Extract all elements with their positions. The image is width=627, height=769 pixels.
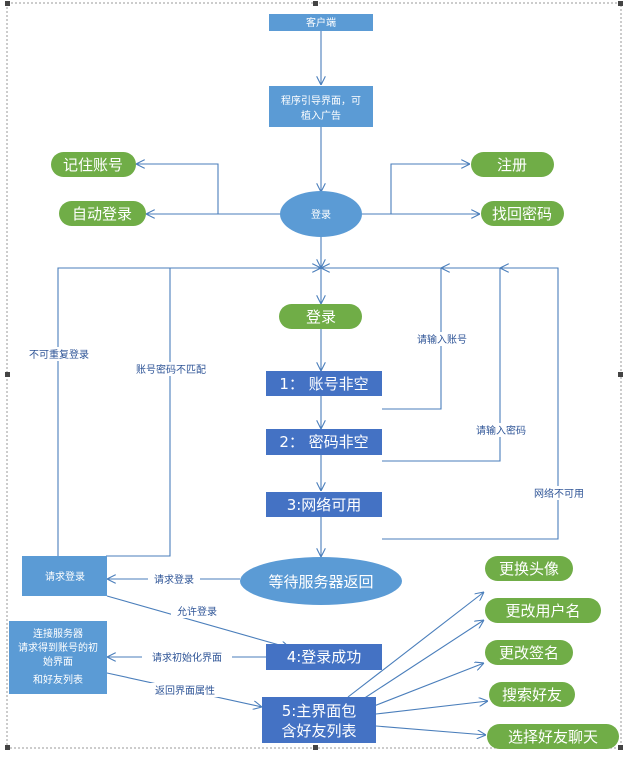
change-avatar-pill <box>485 556 573 581</box>
main-ui-line2: 含好友列表 <box>281 722 356 740</box>
nodes: 客户端 程序引导界面，可 植入广告 登录 记住账号 自动登录 注册 找回密码 登… <box>9 14 619 749</box>
allow-login-label: 允许登录 <box>177 605 217 618</box>
edge-enter-password-loop <box>382 268 501 462</box>
edge-main-to-signature <box>373 663 484 707</box>
register-label: 注册 <box>497 156 527 174</box>
auto-login-pill <box>59 201 146 226</box>
connect-server-box <box>9 621 107 694</box>
wait-server-label: 等待服务器返回 <box>268 573 373 591</box>
edge-no-network-loop <box>382 268 559 540</box>
search-friend-pill <box>489 682 575 707</box>
step2-box <box>266 429 382 455</box>
edge-main-to-chat <box>375 725 486 735</box>
change-signature-label: 更改签名 <box>499 644 559 662</box>
recover-password-label: 找回密码 <box>492 205 552 223</box>
step2-label: 2： 密码非空 <box>279 433 368 451</box>
edge-login-to-remember <box>136 164 281 215</box>
client-box <box>269 14 373 31</box>
connect-server-line2: 请求得到账号的初 <box>18 641 98 654</box>
guide-label-line1: 程序引导界面，可 <box>281 94 361 107</box>
edge-request-to-success <box>106 595 290 648</box>
request-init-label: 请求初始化界面 <box>152 651 222 664</box>
chat-friend-pill <box>487 724 619 749</box>
main-ui-box <box>262 697 376 743</box>
login-ellipse-label: 登录 <box>311 208 331 221</box>
client-label: 客户端 <box>306 16 336 29</box>
remember-account-label: 记住账号 <box>63 156 123 174</box>
step1-box <box>266 371 382 396</box>
guide-box <box>269 86 373 127</box>
main-ui-line1: 5:主界面包 <box>282 702 357 720</box>
edge-main-to-avatar <box>347 592 484 698</box>
connect-server-line4: 和好友列表 <box>33 673 83 686</box>
step1-label: 1： 账号非空 <box>279 375 368 393</box>
login-pill-label: 登录 <box>306 308 336 326</box>
recover-password-pill <box>481 201 564 226</box>
connect-server-line1: 连接服务器 <box>33 627 83 640</box>
change-signature-pill <box>485 640 573 665</box>
search-friend-label: 搜索好友 <box>502 686 562 704</box>
selection-frame <box>5 1 623 750</box>
edge-labels: 不可重复登录 账号密码不匹配 请输入账号 请输入密码 网络不可用 请求登录 允许… <box>20 332 590 697</box>
no-repeat-login-label: 不可重复登录 <box>29 348 89 361</box>
connect-server-line3: 始界面 <box>43 655 73 668</box>
change-username-label: 更改用户名 <box>505 602 580 620</box>
auto-login-label: 自动登录 <box>72 205 132 223</box>
edge-login-to-register <box>361 164 470 215</box>
request-login-box <box>22 556 107 596</box>
request-login-box-label: 请求登录 <box>45 570 85 583</box>
return-attrs-label: 返回界面属性 <box>155 684 215 697</box>
step3-box <box>266 492 382 517</box>
wait-server-ellipse <box>240 557 402 605</box>
remember-account-pill <box>51 152 136 177</box>
change-avatar-label: 更换头像 <box>499 560 559 578</box>
no-network-label: 网络不可用 <box>534 487 584 500</box>
guide-label-line2: 植入广告 <box>301 109 341 122</box>
edge-mismatch-loop <box>106 268 321 557</box>
enter-account-label: 请输入账号 <box>417 333 467 346</box>
mismatch-label: 账号密码不匹配 <box>136 363 206 376</box>
login-pill <box>279 304 362 329</box>
request-login-edge-label: 请求登录 <box>154 573 194 586</box>
enter-password-label: 请输入密码 <box>476 424 526 437</box>
change-username-pill <box>485 598 601 623</box>
step4-label: 4:登录成功 <box>287 648 362 666</box>
chat-friend-label: 选择好友聊天 <box>508 728 598 746</box>
edge-no-repeat-loop <box>57 267 172 561</box>
register-pill <box>471 152 554 177</box>
edge-main-to-username <box>359 620 484 702</box>
edge-main-to-search <box>375 701 488 715</box>
step4-box <box>266 644 382 670</box>
step3-label: 3:网络可用 <box>287 496 362 514</box>
login-ellipse <box>280 191 362 237</box>
